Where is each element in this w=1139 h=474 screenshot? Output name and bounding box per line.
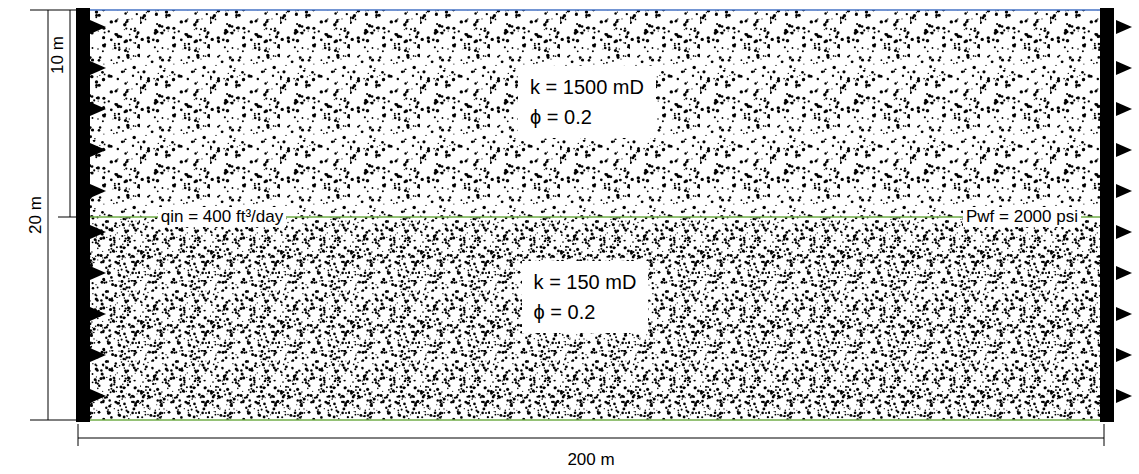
- property-text: ϕ = 0.2: [534, 297, 596, 327]
- outflow-arrow: [1116, 20, 1132, 34]
- inflow-arrow: [90, 225, 106, 239]
- top-boundary: [90, 9, 1100, 11]
- bottom-boundary: [90, 419, 1100, 421]
- outflow-arrow: [1116, 184, 1132, 198]
- property-text: ϕ = 0.2: [530, 102, 592, 132]
- dimension-tick: [1104, 424, 1105, 446]
- outflow-arrow: [1116, 389, 1132, 403]
- inflow-arrow: [90, 389, 106, 403]
- inflow-arrow: [90, 266, 106, 280]
- dimension-line: [78, 438, 1104, 439]
- outflow-arrow: [1116, 307, 1132, 321]
- dimension-label: 20 m: [26, 193, 46, 237]
- inflow-arrow: [90, 307, 106, 321]
- property-box: k = 150 mDϕ = 0.2: [522, 261, 649, 333]
- lower-layer-band: k = 150 mDϕ = 0.2: [90, 217, 1100, 420]
- inflow-arrow: [90, 61, 106, 75]
- dimension-line: [70, 10, 71, 217]
- injection-rate: qin = 400 ft³/day: [158, 207, 286, 227]
- property-box: k = 1500 mDϕ = 0.2: [518, 66, 656, 138]
- inflow-arrow: [90, 184, 106, 198]
- outflow-arrow: [1116, 143, 1132, 157]
- dimension-tick: [78, 424, 79, 446]
- inflow-arrow: [90, 102, 106, 116]
- producer-bar: [1100, 8, 1114, 422]
- outflow-arrow: [1116, 348, 1132, 362]
- dimension-tick: [58, 217, 76, 218]
- property-text: k = 150 mD: [534, 267, 637, 297]
- injector-bar: [76, 8, 90, 422]
- lower-layer: [90, 217, 1100, 420]
- inflow-arrow: [90, 20, 106, 34]
- outflow-arrow: [1116, 266, 1132, 280]
- well-pressure: Pwf = 2000 psi: [963, 207, 1081, 227]
- outflow-arrow: [1116, 61, 1132, 75]
- dimension-tick: [30, 10, 76, 11]
- inflow-arrow: [90, 143, 106, 157]
- upper-layer: [90, 10, 1100, 217]
- dimension-label: 10 m: [48, 33, 68, 77]
- flow-arrows: [90, 20, 1132, 403]
- inflow-arrow: [90, 348, 106, 362]
- outflow-arrow: [1116, 102, 1132, 116]
- dimension-tick: [30, 420, 76, 421]
- dimension-label: 200 m: [564, 450, 617, 470]
- outflow-arrow: [1116, 225, 1132, 239]
- upper-layer-band: k = 1500 mDϕ = 0.2: [90, 10, 1100, 217]
- property-text: k = 1500 mD: [530, 72, 644, 102]
